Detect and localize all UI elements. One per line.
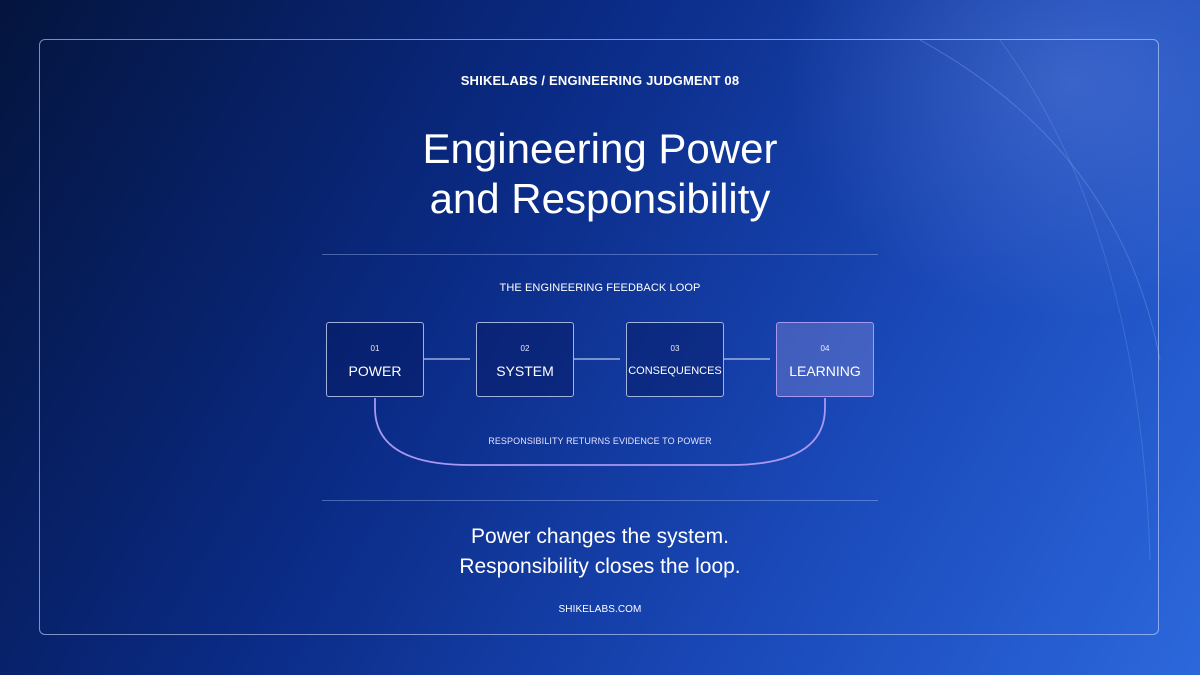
summary-line-1: Power changes the system. <box>471 525 729 548</box>
content-frame <box>39 39 1159 635</box>
node-number: 02 <box>520 344 530 353</box>
node-label: CONSEQUENCES <box>628 365 722 377</box>
feedback-loop-arc <box>374 398 826 466</box>
series-kicker: SHIKELABS / ENGINEERING JUDGMENT 08 <box>460 73 740 88</box>
node-number: 04 <box>820 344 830 353</box>
node-label: LEARNING <box>789 363 861 379</box>
node-consequences: 03 CONSEQUENCES <box>626 322 724 397</box>
diagram-title: THE ENGINEERING FEEDBACK LOOP <box>499 282 701 294</box>
node-learning: 04 LEARNING <box>776 322 874 397</box>
loop-label: RESPONSIBILITY RETURNS EVIDENCE TO POWER <box>488 436 712 446</box>
divider-bottom <box>322 500 878 501</box>
page-title: Engineering Power and Responsibility <box>0 124 1200 224</box>
node-number: 03 <box>670 344 680 353</box>
summary-statement: Power changes the system. Responsibility… <box>0 522 1200 582</box>
summary-line-2: Responsibility closes the loop. <box>459 555 741 578</box>
node-number: 01 <box>370 344 380 353</box>
node-system: 02 SYSTEM <box>476 322 574 397</box>
node-label: POWER <box>348 363 402 379</box>
divider-top <box>322 254 878 255</box>
title-line-1: Engineering Power <box>422 125 778 172</box>
footer-site: SHIKELABS.COM <box>558 604 642 615</box>
node-label: SYSTEM <box>496 363 554 379</box>
node-power: 01 POWER <box>326 322 424 397</box>
title-line-2: and Responsibility <box>429 175 771 222</box>
